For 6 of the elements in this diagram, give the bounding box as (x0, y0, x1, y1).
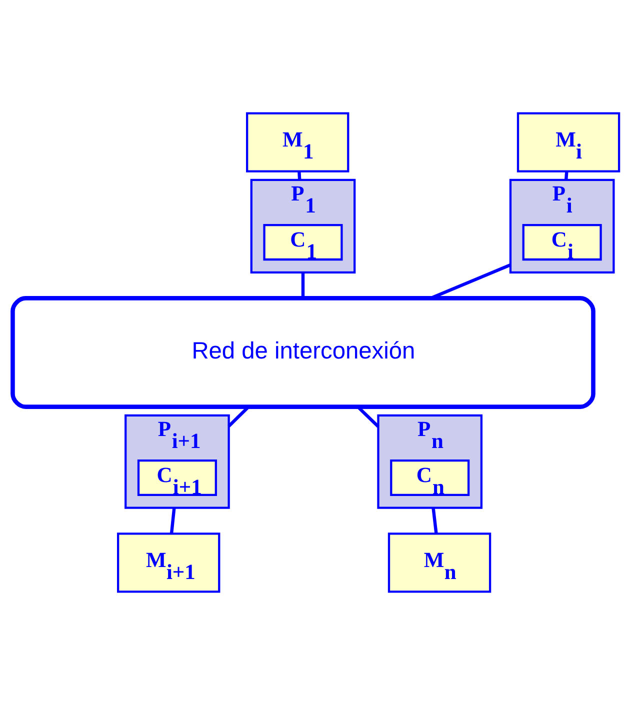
node-box: Red de interconexión (10, 296, 596, 408)
connector (298, 171, 302, 180)
connector (564, 171, 568, 180)
connector (301, 272, 305, 298)
connector (170, 507, 176, 534)
connector (432, 507, 438, 534)
